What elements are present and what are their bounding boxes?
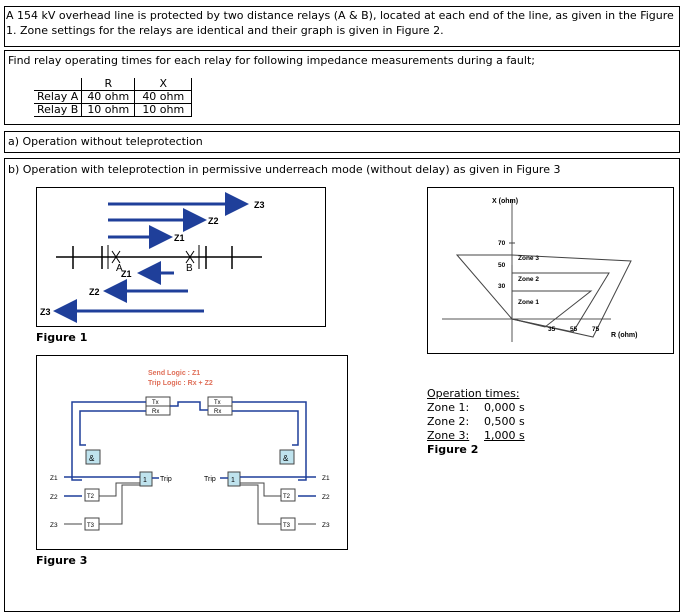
figure2-caption: Figure 2 (427, 443, 479, 456)
r-tick-75: 75 (592, 326, 600, 333)
x-axis-label: X (ohm) (492, 198, 518, 205)
figure2-diagram: X (ohm) 70 50 30 Zone 3 Zone 2 Zone 1 35… (442, 198, 637, 342)
figure3-frame (36, 355, 348, 550)
problem-intro: A 154 kV overhead line is protected by t… (6, 9, 674, 37)
tx-right-label: Tx (214, 400, 221, 406)
label-relay-b: B (186, 263, 193, 274)
figure3-diagram: Send Logic : Z1 Trip Logic : Rx + Z2 Tx … (50, 370, 330, 531)
figure2-frame (427, 187, 674, 354)
wire-left-inner (79, 410, 146, 446)
optime-zone1-time: 0,000 s (484, 401, 525, 414)
t2-left-out (99, 482, 140, 497)
zone2-label: Zone 2 (518, 276, 539, 283)
zone3-label: Zone 3 (518, 255, 539, 262)
question-b-frame (4, 158, 680, 612)
t2-right-out (240, 482, 281, 497)
relay-b-r: 10 ohm (81, 103, 136, 117)
optime-zone3-label: Zone 3: (427, 429, 470, 442)
question-a: a) Operation without teleprotection (8, 135, 203, 148)
label-z1-bot: Z1 (121, 269, 132, 279)
t2-left-label: T2 (87, 494, 95, 500)
t3-left-label: T3 (87, 523, 95, 529)
and-right-symbol: & (283, 454, 289, 463)
problem-task: Find relay operating times for each rela… (8, 54, 535, 67)
r-axis-label: R (ohm) (611, 332, 637, 339)
figure3-caption: Figure 3 (36, 554, 88, 567)
zone1-polygon (511, 285, 593, 328)
table-header-cell: R (81, 78, 136, 91)
z2-right-label: Z2 (322, 494, 330, 501)
question-a-frame (4, 131, 680, 153)
optime-zone1-label: Zone 1: (427, 401, 470, 414)
and-gate-left (85, 449, 101, 465)
table-row: Relay B 10 ohm 10 ohm (34, 103, 193, 117)
problem-frame (4, 6, 680, 47)
x-tick-50: 50 (498, 262, 506, 269)
relay-a-x: 40 ohm (134, 90, 193, 104)
z1-left-label: Z1 (50, 475, 58, 482)
or-left-symbol: 1 (143, 477, 147, 484)
label-z2-bot: Z2 (89, 287, 100, 297)
trip-logic-label: Trip Logic : Rx + Z2 (148, 380, 213, 387)
and-gate-right (279, 449, 295, 465)
t3-right-label: T3 (283, 523, 291, 529)
label-z2-top: Z2 (208, 216, 219, 226)
z3-right-label: Z3 (322, 522, 330, 529)
or-gate-left (139, 471, 153, 487)
table-header-cell: X (134, 78, 193, 91)
z2-left-label: Z2 (50, 494, 58, 501)
relay-b-x: 10 ohm (134, 103, 193, 117)
breaker-a (111, 250, 121, 264)
comm-link (170, 401, 208, 411)
figure1-caption: Figure 1 (36, 331, 88, 344)
label-relay-a: A (116, 263, 123, 274)
z3-left-label: Z3 (50, 522, 58, 529)
tx-left-label: Tx (152, 400, 159, 406)
trip-left-label: Trip (160, 476, 172, 483)
impedance-table: R X Relay A 40 ohm 40 ohm Relay B 10 ohm… (34, 78, 193, 117)
t2-right-box (280, 488, 296, 502)
relay-a-r: 40 ohm (81, 90, 136, 104)
send-logic-label: Send Logic : Z1 (148, 370, 200, 377)
breaker-b (185, 250, 195, 264)
t3-left-out (99, 484, 140, 525)
or-right-symbol: 1 (231, 477, 235, 484)
relay-a-label: Relay A (34, 90, 83, 104)
figure1-diagram: Z3 Z2 Z1 A B Z1 Z2 Z3 (40, 192, 265, 323)
wire-left-outer (71, 401, 146, 481)
optime-zone3-time: 1,000 s (484, 429, 525, 442)
label-z3-bot: Z3 (40, 307, 51, 317)
r-tick-55: 55 (570, 326, 578, 333)
question-b: b) Operation with teleprotection in perm… (8, 163, 561, 176)
or-gate-right (227, 471, 241, 487)
figure1-frame (36, 187, 326, 327)
zone1-label: Zone 1 (518, 299, 539, 306)
label-z3-top: Z3 (254, 200, 265, 210)
table-header-cell (34, 78, 83, 91)
optime-zone2-time: 0,500 s (484, 415, 525, 428)
x-tick-70: 70 (498, 240, 506, 247)
r-tick-35: 35 (548, 326, 556, 333)
and-left-symbol: & (89, 454, 95, 463)
trip-right-label: Trip (204, 476, 216, 483)
x-tick-30: 30 (498, 283, 506, 290)
label-z1-top: Z1 (174, 233, 185, 243)
wire-right-inner (232, 410, 299, 446)
optime-zone2-label: Zone 2: (427, 415, 470, 428)
rx-right-label: Rx (214, 409, 221, 415)
t2-right-label: T2 (283, 494, 291, 500)
t3-right-out (240, 484, 281, 525)
t2-left-box (84, 488, 100, 502)
operation-times-title: Operation times: (427, 387, 520, 400)
z1-right-label: Z1 (322, 475, 330, 482)
zone3-polygon (455, 254, 632, 338)
relay-b-label: Relay B (34, 103, 83, 117)
wire-right-outer (232, 401, 307, 481)
task-frame (4, 50, 680, 125)
rx-left-label: Rx (152, 409, 159, 415)
table-header-row: R X (34, 78, 193, 91)
table-row: Relay A 40 ohm 40 ohm (34, 90, 193, 104)
